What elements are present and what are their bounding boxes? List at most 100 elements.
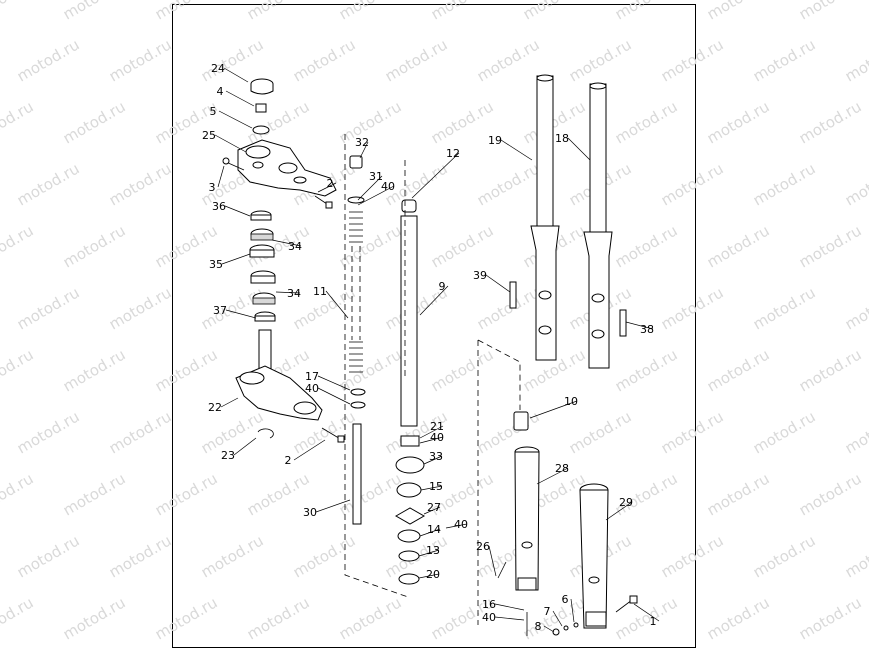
part-callout-c4: 4 <box>217 85 224 98</box>
leader-line <box>315 499 351 513</box>
dash-guide-right <box>477 339 521 410</box>
part-callout-c39: 39 <box>473 269 487 282</box>
leader-line <box>217 165 225 188</box>
leader-line <box>293 439 326 461</box>
leader-line <box>494 616 525 621</box>
upper-fork-bracket <box>237 139 337 197</box>
steering-bearings <box>249 210 276 322</box>
washer-5 <box>252 125 270 135</box>
leader-line <box>536 467 569 485</box>
leader-line <box>419 285 449 316</box>
fork-slider-18 <box>583 82 613 369</box>
leader-line <box>488 545 497 577</box>
part-callout-c40a: 40 <box>381 180 395 193</box>
part-callout-c24: 24 <box>211 62 225 75</box>
leader-line <box>552 610 563 627</box>
fork-slider-19 <box>530 74 560 361</box>
part-callout-c16: 16 <box>482 598 496 611</box>
part-callout-c15: 15 <box>429 480 443 493</box>
part-callout-c8: 8 <box>535 620 542 633</box>
leader-line <box>567 137 591 161</box>
leader-line <box>317 375 351 391</box>
part-callout-c2a: 2 <box>327 177 334 190</box>
part-callout-c33: 33 <box>429 450 443 463</box>
part-callout-c10: 10 <box>564 395 578 408</box>
part-callout-c1: 1 <box>650 615 657 628</box>
fork-spring-11 <box>347 155 366 409</box>
damper-rod-30 <box>352 423 362 525</box>
lower-leg-29 <box>579 483 609 629</box>
part-callout-c12: 12 <box>446 147 460 160</box>
part-callout-c37: 37 <box>213 304 227 317</box>
reflector-38 <box>619 309 627 337</box>
leader-line <box>275 291 301 294</box>
leader-line <box>420 485 443 491</box>
reflector-39 <box>509 281 517 309</box>
lower-leg-28 <box>514 446 540 591</box>
leader-line <box>500 139 533 161</box>
part-callout-c18: 18 <box>555 132 569 145</box>
part-callout-c36: 36 <box>212 200 226 213</box>
bushing-10 <box>513 411 529 431</box>
part-callout-c7: 7 <box>544 605 551 618</box>
screw-3 <box>225 161 245 171</box>
leader-line <box>418 549 440 557</box>
part-callout-c20: 20 <box>426 568 440 581</box>
part-callout-c17: 17 <box>305 370 319 383</box>
washer-7 <box>563 625 569 631</box>
leader-line <box>423 455 443 465</box>
part-callout-c28: 28 <box>555 462 569 475</box>
leader-line <box>411 152 460 199</box>
part-callout-c19: 19 <box>488 134 502 147</box>
leader-line <box>359 141 369 159</box>
part-callout-c38: 38 <box>640 323 654 336</box>
leader-line <box>214 134 247 153</box>
part-callout-c40c: 40 <box>430 431 444 444</box>
leader-line <box>419 425 444 439</box>
plug-12 <box>401 199 417 213</box>
screw-6 <box>573 622 579 628</box>
leader-line <box>357 175 383 201</box>
part-callout-c11: 11 <box>313 285 327 298</box>
leader-line <box>325 290 349 319</box>
leader-line <box>445 523 468 529</box>
part-callout-c14: 14 <box>427 523 441 536</box>
leader-line <box>605 501 633 521</box>
leader-line <box>317 387 351 405</box>
leader-line <box>224 205 251 217</box>
leader-line <box>625 321 654 330</box>
leader-line <box>221 253 251 265</box>
part-callout-c23: 23 <box>221 449 235 462</box>
leader-line <box>419 528 441 537</box>
seal-stack <box>394 435 426 585</box>
part-callout-c29: 29 <box>619 496 633 509</box>
circlip-23 <box>257 428 274 439</box>
washer-8 <box>552 628 560 636</box>
leader-line <box>223 67 249 83</box>
fork-tube-9 <box>400 215 418 427</box>
part-callout-c30: 30 <box>303 506 317 519</box>
part-callout-c35: 35 <box>209 258 223 271</box>
part-callout-c34b: 34 <box>287 287 301 300</box>
dash-guide-left <box>344 134 409 598</box>
leader-lines <box>214 67 660 633</box>
leader-line <box>225 90 255 107</box>
leader-line <box>529 400 578 419</box>
leader-line <box>317 182 337 193</box>
part-callout-c13: 13 <box>426 544 440 557</box>
leader-line <box>225 309 257 319</box>
leader-line <box>485 274 511 293</box>
leader-line <box>418 573 440 579</box>
part-callout-c25: 25 <box>202 129 216 142</box>
leader-line <box>233 437 257 456</box>
part-callout-c31: 31 <box>369 170 383 183</box>
nut-4 <box>255 103 267 113</box>
part-callout-c22: 22 <box>208 401 222 414</box>
leader-line <box>570 598 575 623</box>
leader-line <box>220 397 239 408</box>
part-callout-c6: 6 <box>562 593 569 606</box>
part-callout-c34a: 34 <box>288 240 302 253</box>
